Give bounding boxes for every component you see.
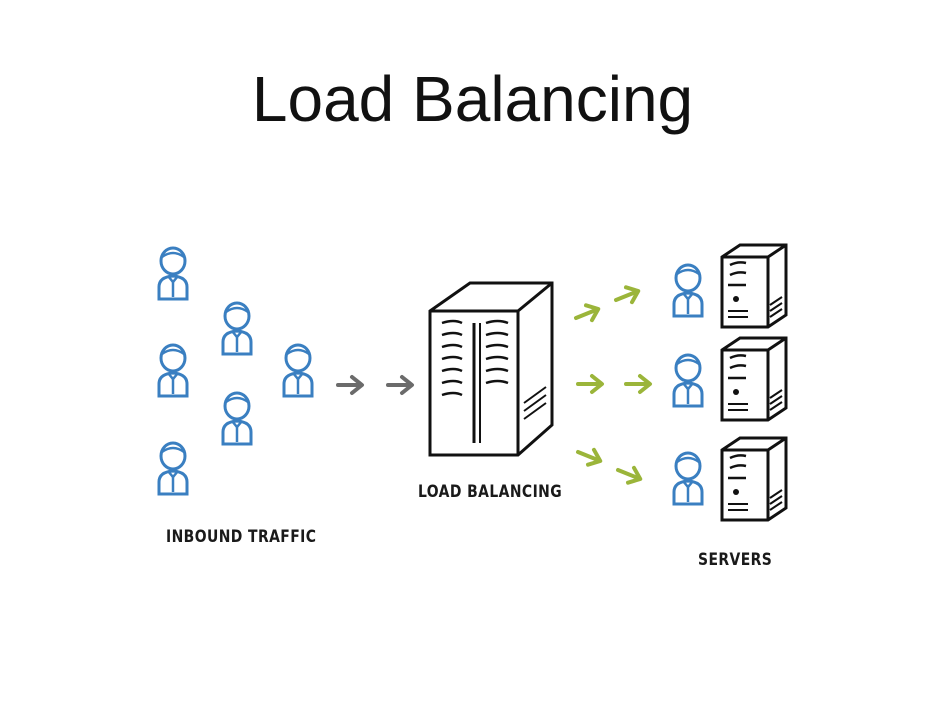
- user-icon: [221, 301, 253, 356]
- user-icon: [157, 343, 189, 398]
- server-icon: [720, 436, 788, 522]
- servers-label: SERVERS: [698, 550, 773, 570]
- user-icon: [157, 441, 189, 496]
- arrow-right-icon: [336, 375, 364, 395]
- inbound-traffic-label: INBOUND TRAFFIC: [166, 527, 317, 547]
- user-icon: [221, 391, 253, 446]
- load-balancer-label: LOAD BALANCING: [418, 482, 563, 502]
- user-icon: [672, 451, 704, 506]
- user-icon: [282, 343, 314, 398]
- arrow-up-right-icon: [611, 281, 644, 310]
- slide-title: Load Balancing: [251, 63, 694, 135]
- arrow-down-right-icon: [573, 442, 606, 471]
- arrow-right-icon: [624, 374, 652, 394]
- arrow-up-right-icon: [571, 299, 604, 328]
- user-icon: [157, 246, 189, 301]
- user-icon: [672, 353, 704, 408]
- server-icon: [720, 243, 788, 329]
- server-icon: [720, 336, 788, 422]
- arrow-right-icon: [386, 375, 414, 395]
- load-balancer-server-icon: [428, 281, 554, 457]
- user-icon: [672, 263, 704, 318]
- arrow-down-right-icon: [613, 460, 646, 489]
- arrow-right-icon: [576, 374, 604, 394]
